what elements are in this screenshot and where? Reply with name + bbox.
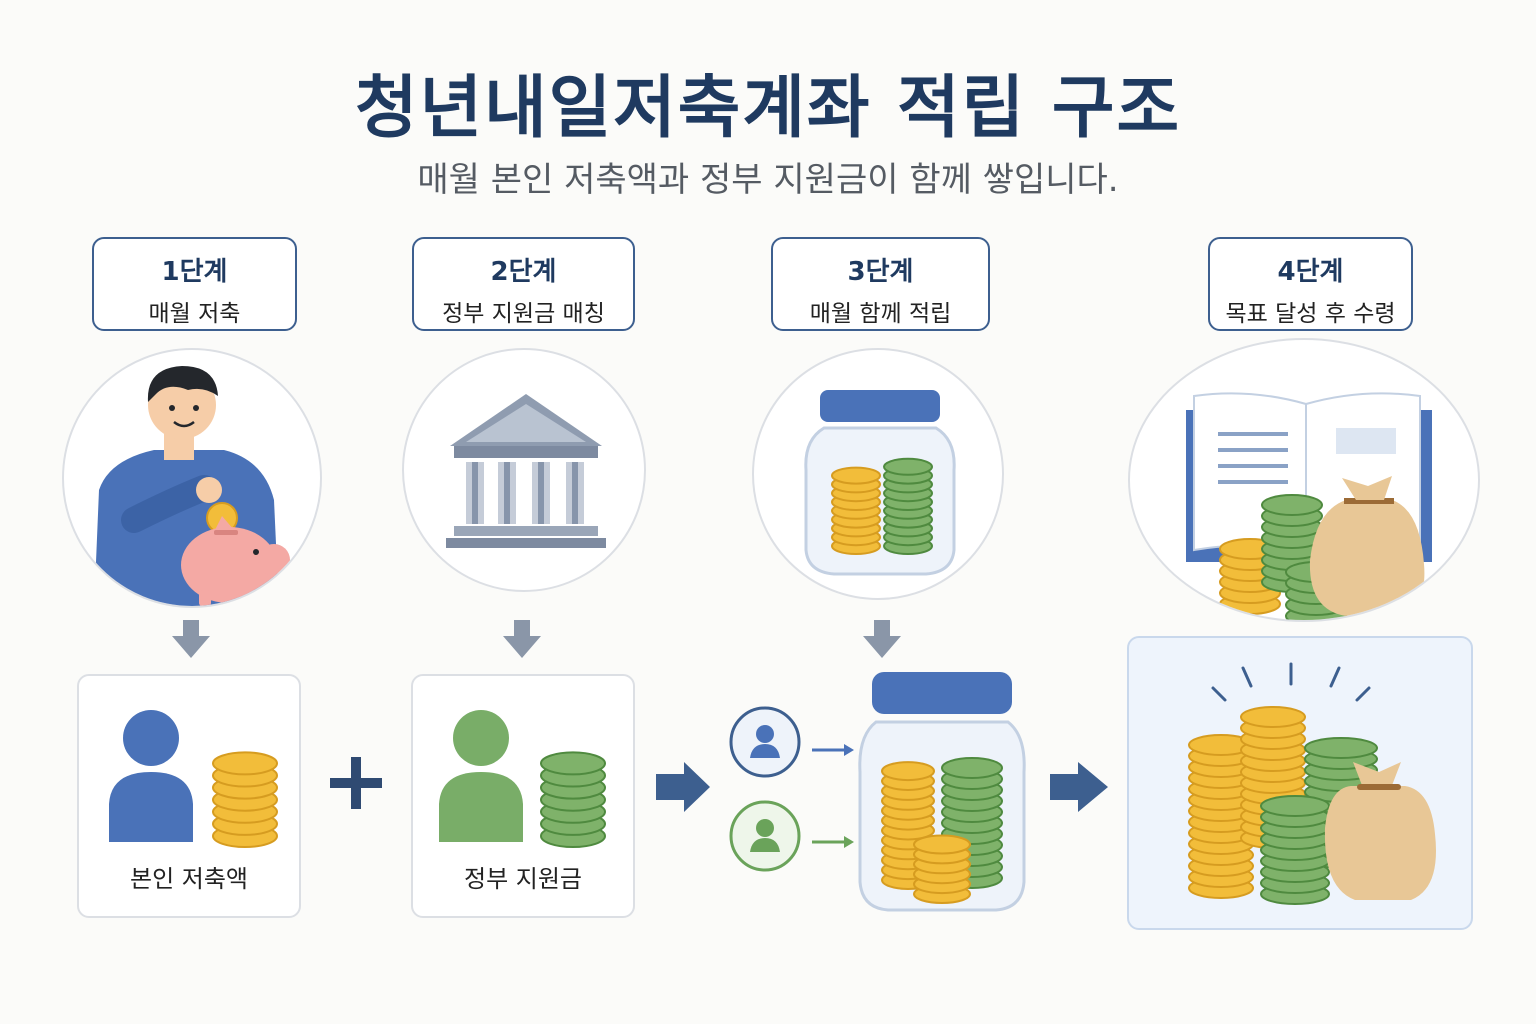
final-payout-card xyxy=(1127,636,1473,930)
step-4-desc: 목표 달성 후 수령 xyxy=(1225,301,1396,327)
combined-jar-icon xyxy=(729,672,1026,912)
person-coins-icon xyxy=(109,710,278,848)
combined-jar xyxy=(720,660,1040,922)
right-arrow-icon xyxy=(656,762,1108,812)
personal-savings-card: 본인 저축액 xyxy=(77,674,301,918)
step-4-illustration xyxy=(1128,338,1480,622)
step-4-number: 4단계 xyxy=(1277,257,1344,287)
government-support-label: 정부 지원금 xyxy=(463,865,583,893)
person-green-coins-icon xyxy=(439,710,606,848)
bank-building-icon xyxy=(446,394,606,548)
down-arrow-icon xyxy=(172,620,901,658)
savings-jar-icon xyxy=(804,390,956,576)
person-piggy-bank-icon xyxy=(94,366,290,606)
step-3-number: 3단계 xyxy=(847,257,914,287)
government-support-card: 정부 지원금 xyxy=(411,674,635,918)
sparkle-icon xyxy=(1211,662,1371,702)
money-pile-icon xyxy=(1188,662,1436,905)
step-2-desc: 정부 지원금 매칭 xyxy=(442,301,605,327)
step-1-number: 1단계 xyxy=(161,257,228,287)
page-title: 청년내일저축계좌 적립 구조 xyxy=(354,69,1182,148)
step-3-label: 3단계 매월 함께 적립 xyxy=(771,237,990,331)
step-2-number: 2단계 xyxy=(490,257,557,287)
page-subtitle: 매월 본인 저축액과 정부 지원금이 함께 쌓입니다. xyxy=(417,160,1119,200)
personal-savings-label: 본인 저축액 xyxy=(129,865,249,893)
plus-icon xyxy=(330,757,382,809)
step-3-desc: 매월 함께 적립 xyxy=(809,301,952,327)
passbook-money-icon xyxy=(1186,392,1432,620)
step-1-illustration xyxy=(62,348,322,608)
step-4-label: 4단계 목표 달성 후 수령 xyxy=(1208,237,1413,331)
step-1-desc: 매월 저축 xyxy=(148,301,241,327)
step-3-illustration xyxy=(752,348,1004,600)
step-1-label: 1단계 매월 저축 xyxy=(92,237,297,331)
step-2-illustration xyxy=(402,348,646,592)
step-2-label: 2단계 정부 지원금 매칭 xyxy=(412,237,635,331)
